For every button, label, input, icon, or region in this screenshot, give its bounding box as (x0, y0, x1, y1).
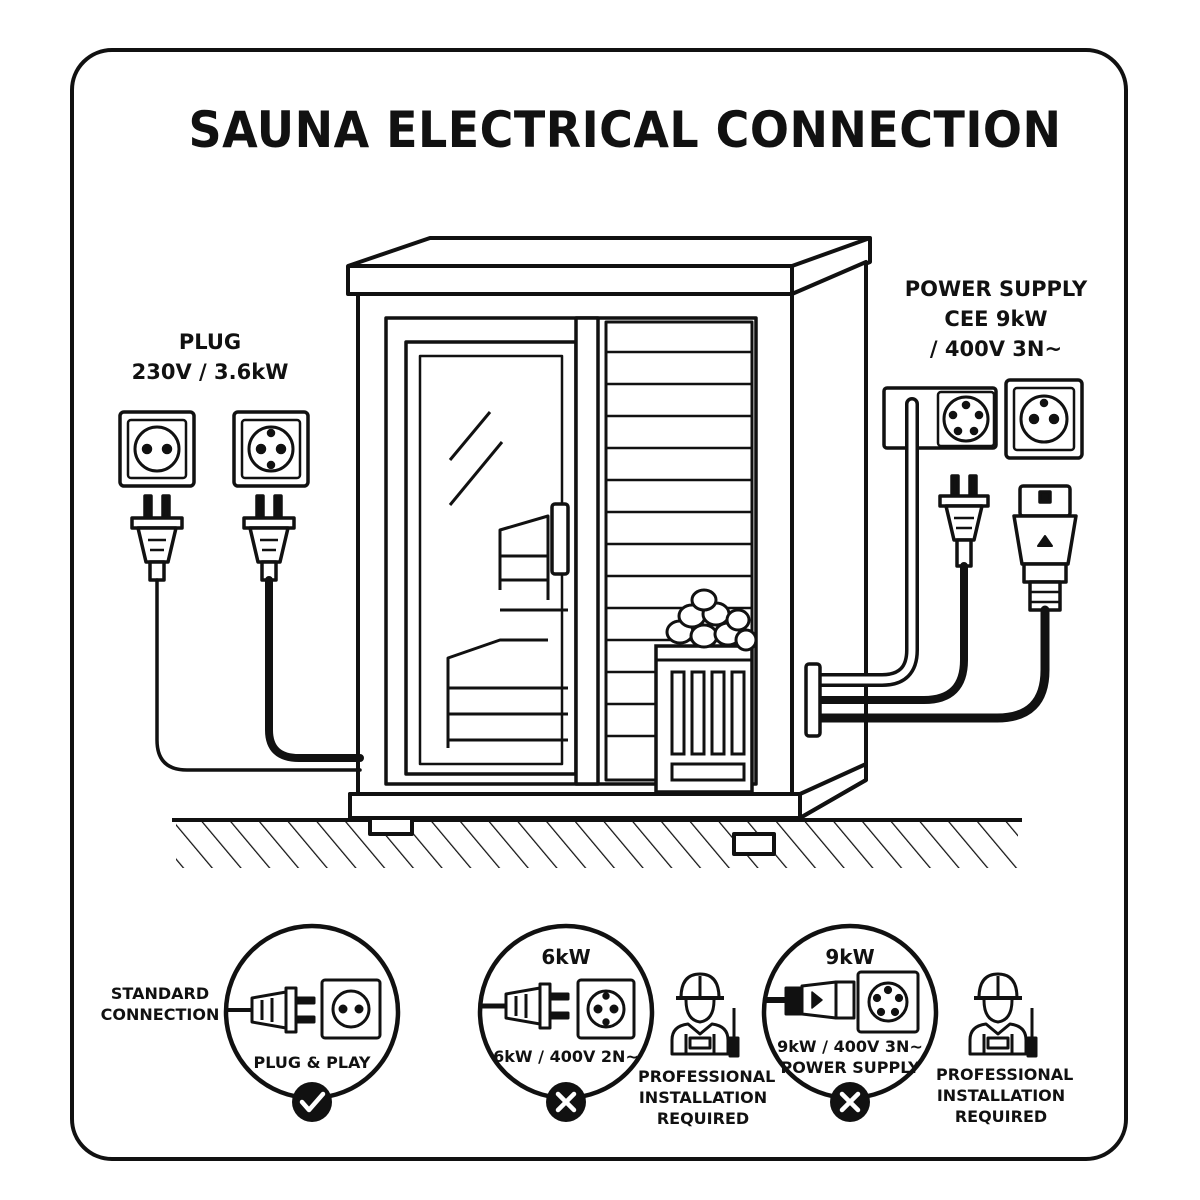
plug-and-play-label: PLUG & PLAY (253, 1053, 371, 1072)
cee-plug-icon (1012, 484, 1078, 612)
right-supply-line3: / 400V 3N~ (929, 337, 1063, 361)
left-cables (155, 576, 364, 772)
option-6kw (477, 923, 655, 1122)
plug-icon (242, 494, 296, 582)
floor (172, 818, 1022, 868)
left-supply-label: PLUG 230V / 3.6kW (110, 327, 310, 387)
check-icon (292, 1082, 332, 1122)
page-title: SAUNA ELECTRICAL CONNECTION (188, 101, 1062, 159)
professional-installation-note: PROFESSIONAL INSTALLATION REQUIRED (638, 1066, 776, 1129)
standard-connection-label: STANDARD CONNECTION (100, 983, 220, 1025)
plug-icon (130, 494, 184, 582)
plug-icon (480, 982, 570, 1030)
standard-line2: CONNECTION (100, 1005, 220, 1024)
schuko-socket-icon (232, 410, 310, 488)
option-9kw-spec-line2: POWER SUPPLY (780, 1058, 920, 1077)
cross-icon (830, 1082, 870, 1122)
sauna-cabin (346, 236, 872, 856)
cee-socket-icon (856, 970, 920, 1034)
note-line1: PROFESSIONAL (638, 1067, 776, 1086)
cee-socket-icon (576, 978, 636, 1040)
note-line3: REQUIRED (954, 1107, 1048, 1126)
note-line2: INSTALLATION (936, 1086, 1066, 1105)
right-cables (804, 397, 1050, 738)
cee-socket-icon (942, 395, 990, 443)
note-line2: INSTALLATION (638, 1088, 768, 1107)
option-standard-connection (223, 923, 401, 1122)
right-supply-line1: POWER SUPPLY (904, 277, 1088, 301)
option-9kw-spec: 9kW / 400V 3N~ POWER SUPPLY (770, 1036, 930, 1078)
cee-plug-icon (766, 980, 856, 1020)
right-supply-label: POWER SUPPLY CEE 9kW / 400V 3N~ (896, 274, 1096, 364)
right-supply-line2: CEE 9kW (944, 307, 1048, 331)
electrician-icon (968, 972, 1038, 1058)
note-line3: REQUIRED (656, 1109, 750, 1128)
plug-icon (226, 986, 316, 1034)
option-6kw-heading: 6kW (541, 945, 591, 969)
cee-socket-icon (1004, 378, 1084, 460)
standard-line1: STANDARD (110, 984, 210, 1003)
note-line1: PROFESSIONAL (936, 1065, 1074, 1084)
option-9kw-heading: 9kW (825, 945, 875, 969)
left-supply-line2: 230V / 3.6kW (131, 360, 289, 384)
schuko-socket-icon (320, 978, 382, 1040)
option-6kw-spec: 6kW / 400V 2N~ (493, 1047, 639, 1066)
left-supply-line1: PLUG (178, 330, 242, 354)
electrician-icon (670, 972, 740, 1058)
cross-icon (546, 1082, 586, 1122)
schuko-socket-icon (118, 410, 196, 488)
sauna-heater-icon (654, 588, 758, 794)
option-9kw-spec-line1: 9kW / 400V 3N~ (777, 1037, 923, 1056)
plug-icon (938, 474, 990, 568)
professional-installation-note: PROFESSIONAL INSTALLATION REQUIRED (936, 1064, 1074, 1127)
option-9kw (761, 923, 939, 1122)
